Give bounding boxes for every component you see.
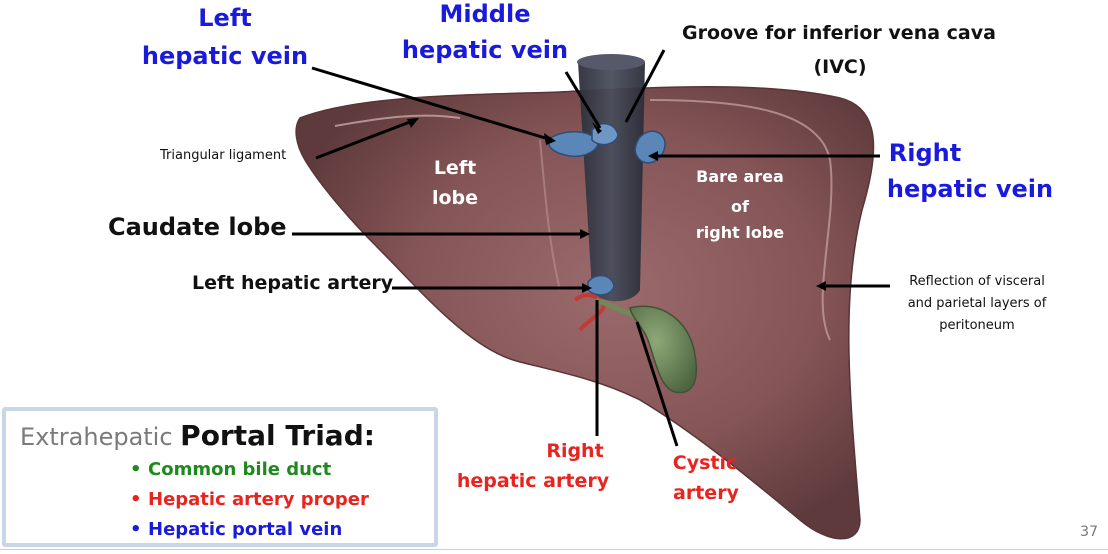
- ivc-top: [577, 54, 645, 70]
- label-left-lobe-line2: lobe: [431, 187, 479, 209]
- leader-middle-hepatic-vein: [564, 71, 602, 129]
- label-left-hepatic-vein-line1: Left: [198, 4, 252, 32]
- arrowhead-middle-hepatic-vein: [592, 122, 602, 134]
- label-left-hepatic-vein-line2: hepatic vein: [141, 42, 309, 70]
- leader-lines: [292, 49, 890, 447]
- arrowhead-left-hepatic-vein: [544, 133, 556, 145]
- triad-item-text: Hepatic portal vein: [148, 519, 343, 540]
- arrowhead-reflection: [816, 281, 826, 291]
- triad-item-text: Common bile duct: [148, 459, 332, 480]
- triangular-ligament-edge: [334, 114, 461, 127]
- portal-triad-title: Extrahepatic Portal Triad:: [20, 419, 375, 452]
- label-caudate-lobe: Caudate lobe: [108, 213, 287, 241]
- label-reflection-line2: and parietal layers of: [907, 296, 1047, 311]
- label-right-hepatic-artery-line1: Right: [546, 440, 604, 462]
- bullet-icon: •: [130, 489, 142, 510]
- slide-bottom-rule: [0, 549, 1108, 550]
- label-right-hepatic-vein-line2: hepatic vein: [886, 175, 1054, 203]
- hepatic-artery-shape: [573, 293, 607, 332]
- label-triangular-ligament: Triangular ligament: [160, 148, 287, 163]
- leader-triangular-ligament: [315, 118, 416, 160]
- arrowheads: [407, 118, 826, 293]
- gallbladder-shape: [629, 305, 697, 394]
- label-cystic-artery-line1: Cystic: [672, 452, 738, 474]
- bullet-icon: •: [130, 519, 142, 540]
- label-left-lobe-line1: Left: [433, 157, 477, 179]
- page-number: 37: [1080, 524, 1098, 540]
- liver-body: [295, 85, 875, 540]
- portal-triad-heading: Portal Triad:: [180, 419, 375, 452]
- label-groove-ivc-line2: (IVC): [813, 56, 867, 78]
- label-middle-hepatic-vein-line1: Middle: [439, 0, 531, 28]
- label-bare-area-line1: Bare area: [696, 167, 784, 186]
- arrowhead-caudate-lobe: [580, 229, 590, 239]
- label-reflection-line1: Reflection of visceral: [909, 274, 1045, 289]
- left-hepatic-vein-shape: [547, 131, 599, 158]
- falciform-ridge: [539, 139, 561, 291]
- label-right-hepatic-artery-line2: hepatic artery: [456, 470, 610, 492]
- portal-vein-shape: [587, 274, 615, 296]
- label-groove-ivc-line1: Groove for inferior vena cava: [682, 22, 996, 44]
- leader-groove-ivc: [624, 49, 666, 123]
- portal-triad-prefix: Extrahepatic: [20, 423, 181, 451]
- label-cystic-artery-line2: artery: [673, 482, 739, 504]
- label-middle-hepatic-vein-line2: hepatic vein: [401, 36, 569, 64]
- portal-triad-box: Extrahepatic Portal Triad: • Common bile …: [2, 407, 438, 547]
- label-left-hepatic-artery: Left hepatic artery: [192, 272, 394, 294]
- triad-item-common-bile-duct: • Common bile duct: [130, 459, 331, 480]
- triad-item-text: Hepatic artery proper: [148, 489, 369, 510]
- label-reflection-line3: peritoneum: [939, 318, 1015, 333]
- label-bare-area-line2: of: [731, 197, 749, 216]
- leader-left-hepatic-vein: [311, 66, 553, 142]
- arrowhead-right-hepatic-vein: [648, 151, 658, 161]
- arrowhead-triangular-ligament: [407, 118, 419, 128]
- label-right-hepatic-vein-line1: Right: [888, 139, 962, 167]
- arrowhead-left-hepatic-artery: [582, 283, 592, 293]
- triad-item-hepatic-portal-vein: • Hepatic portal vein: [130, 519, 342, 540]
- label-bare-area-line3: right lobe: [695, 223, 785, 242]
- bullet-icon: •: [130, 459, 142, 480]
- triad-item-hepatic-artery-proper: • Hepatic artery proper: [130, 489, 369, 510]
- leader-cystic-artery: [635, 321, 679, 447]
- bare-area-border: [649, 99, 833, 341]
